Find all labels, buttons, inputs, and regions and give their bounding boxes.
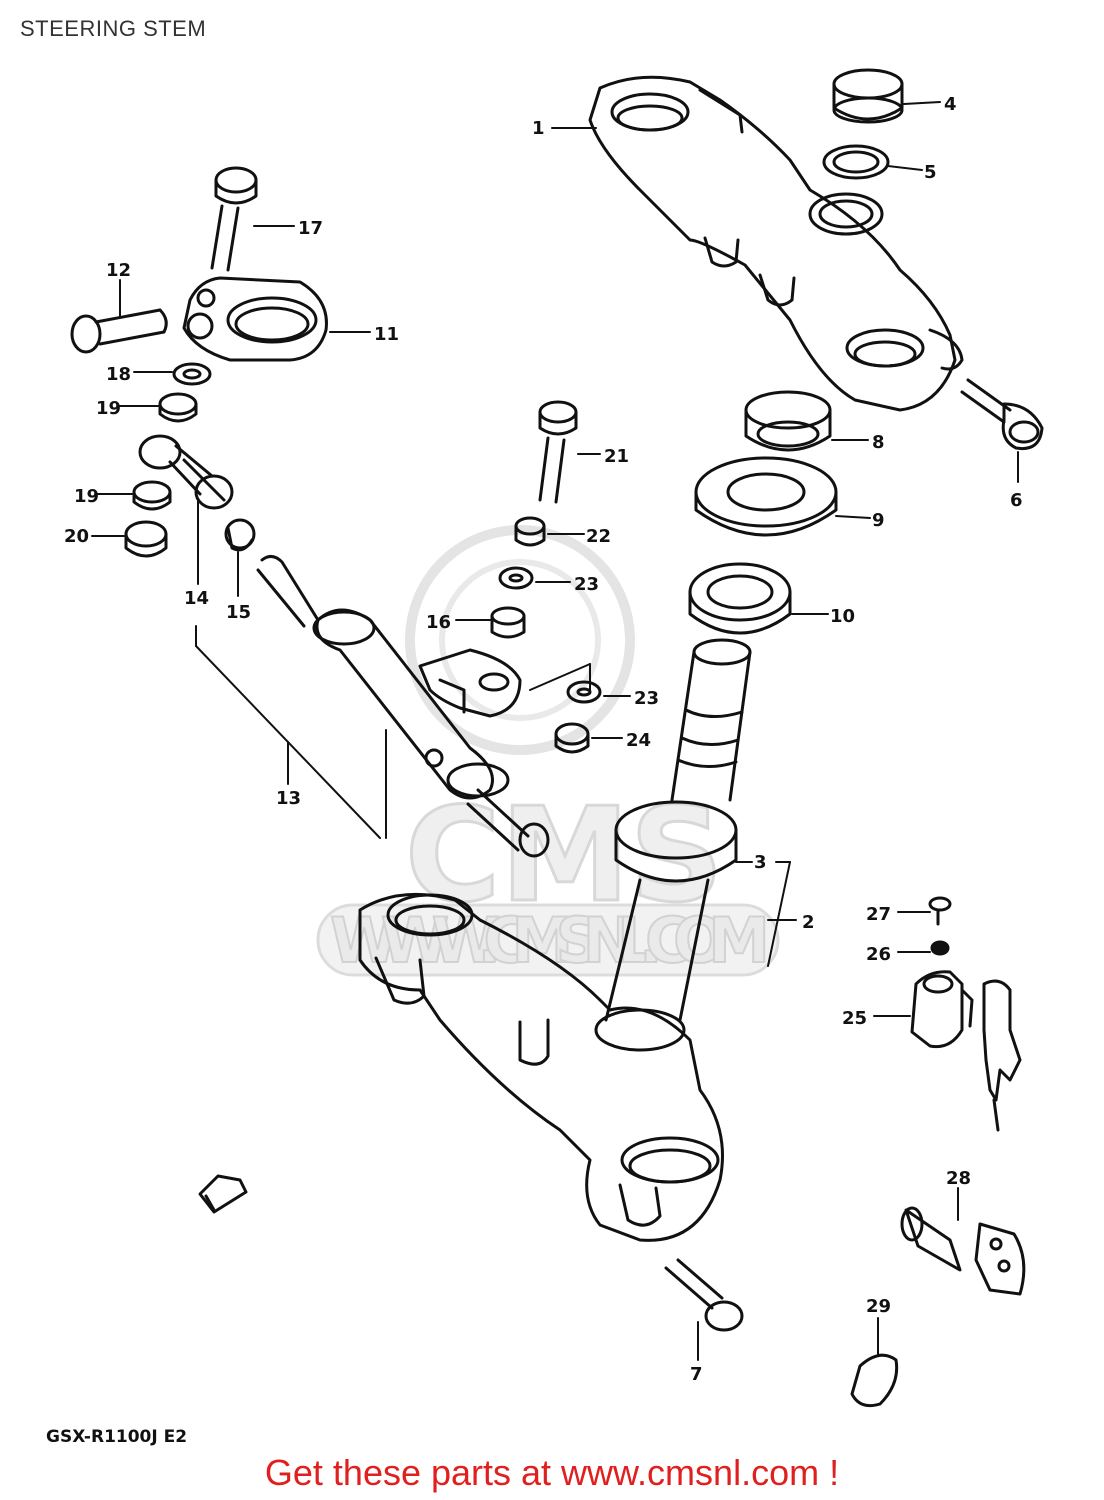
washer-ring <box>808 192 884 236</box>
nut-19-lower <box>132 480 172 511</box>
part-label[interactable]: 26 <box>866 944 891 965</box>
bushing-23-lower <box>566 680 602 704</box>
bolt-12 <box>70 308 168 354</box>
parts-link[interactable]: Get these parts at www.cmsnl.com ! <box>264 1452 840 1493</box>
dust-seal-9 <box>694 456 838 537</box>
part-label[interactable]: 23 <box>634 688 659 709</box>
part-label[interactable]: 7 <box>690 1364 703 1385</box>
part-label[interactable]: 1 <box>532 118 545 139</box>
bolt-7 <box>664 1258 744 1332</box>
upper-bracket <box>588 75 964 412</box>
bushing-23-upper <box>498 566 534 590</box>
part-label[interactable]: 22 <box>586 526 611 547</box>
part-label[interactable]: 9 <box>872 510 885 531</box>
model-code: GSX-R1100J E2 <box>46 1427 187 1447</box>
part-label[interactable]: 27 <box>866 904 891 925</box>
washer-5 <box>822 144 890 180</box>
part-label[interactable]: 28 <box>946 1168 971 1189</box>
label-29 <box>850 1353 899 1408</box>
part-label[interactable]: 11 <box>374 324 399 345</box>
part-label[interactable]: 12 <box>106 260 131 281</box>
part-label[interactable]: 15 <box>226 602 251 623</box>
watermark: CMS WWW.CMSNL.COM <box>316 525 780 978</box>
part-label[interactable]: 4 <box>944 94 957 115</box>
bolt-17 <box>210 166 258 272</box>
part-label[interactable]: 24 <box>626 730 651 751</box>
damper-bracket <box>418 648 522 718</box>
part-label[interactable]: 3 <box>754 852 767 873</box>
front-arrow-icon <box>198 1174 248 1214</box>
leader-lines <box>91 101 1019 1361</box>
washer-26 <box>930 940 950 956</box>
washer-18 <box>172 362 212 386</box>
key-lock-28 <box>900 1206 1026 1296</box>
nut-24 <box>554 722 590 754</box>
part-label[interactable]: 6 <box>1010 490 1023 511</box>
page-title: STEERING STEM <box>20 16 207 41</box>
watermark-url: WWW.CMSNL.COM <box>330 904 770 977</box>
part-label[interactable]: 13 <box>276 788 301 809</box>
steering-stem-2 <box>604 638 752 1022</box>
steering-lock-25 <box>910 970 1022 1132</box>
nut-20 <box>124 520 168 558</box>
part-label[interactable]: 8 <box>872 432 885 453</box>
part-label[interactable]: 18 <box>106 364 131 385</box>
bolt-21 <box>538 400 578 504</box>
stem-cap <box>832 68 904 124</box>
part-label[interactable]: 16 <box>426 612 451 633</box>
nut-19-upper <box>158 392 198 423</box>
part-label[interactable]: 29 <box>866 1296 891 1317</box>
screw-27 <box>928 896 952 926</box>
part-label[interactable]: 19 <box>96 398 121 419</box>
lower-bracket <box>358 892 724 1242</box>
collar-22 <box>514 516 546 547</box>
part-label[interactable]: 25 <box>842 1008 867 1029</box>
clamp-11 <box>182 276 328 362</box>
steering-damper-13 <box>256 555 550 858</box>
part-label[interactable]: 17 <box>298 218 323 239</box>
part-label[interactable]: 23 <box>574 574 599 595</box>
part-label[interactable]: 21 <box>604 446 629 467</box>
part-label[interactable]: 14 <box>184 588 209 609</box>
part-label[interactable]: 5 <box>924 162 937 183</box>
part-labels: 1 2 3 4 5 6 7 8 9 10 11 12 13 14 15 16 1… <box>46 94 1023 1447</box>
bolt-6 <box>960 378 1044 451</box>
part-label[interactable]: 10 <box>830 606 855 627</box>
part-label[interactable]: 20 <box>64 526 89 547</box>
rod-end-14 <box>138 434 234 510</box>
part-label[interactable]: 2 <box>802 912 815 933</box>
bearing-10 <box>688 562 792 635</box>
part-label[interactable]: 19 <box>74 486 99 507</box>
nut-15 <box>224 518 256 552</box>
bushing-16 <box>490 606 526 639</box>
stem-nut-8 <box>744 390 832 452</box>
